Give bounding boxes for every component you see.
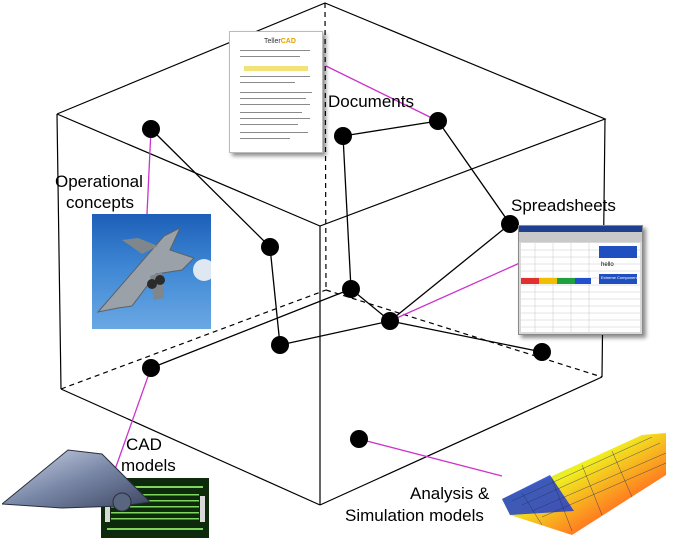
document-highlight-bar [244, 66, 308, 71]
link [342, 135, 352, 290]
label-models: models [121, 456, 176, 475]
document-line [240, 76, 310, 77]
label-documents: Documents [328, 92, 414, 111]
document-line [240, 56, 300, 57]
cube-hidden-right-edge [325, 289, 603, 378]
spreadsheet-banner-text: Extreme Components [601, 275, 640, 280]
cube-left-edge [56, 113, 62, 390]
node [142, 359, 160, 377]
document-logo: TellerCAD [264, 38, 296, 45]
node [429, 112, 447, 130]
document-line [240, 138, 290, 139]
connector-documents [325, 65, 439, 122]
node [271, 336, 289, 354]
airfoil-cad-image [2, 446, 152, 512]
label-concepts: concepts [66, 193, 135, 212]
document-line [240, 124, 298, 125]
label-simulation-models: Simulation models [345, 506, 484, 525]
document-thumbnail: TellerCAD [229, 31, 323, 153]
spreadsheet-thumbnail: hello Extreme Components [518, 225, 643, 335]
cube-hidden-left-edge [60, 289, 327, 390]
spreadsheet-cell-text: hello [601, 262, 614, 268]
label-cad: CAD [126, 435, 162, 454]
document-line [240, 104, 310, 105]
link [389, 320, 543, 353]
node [334, 127, 352, 145]
link [437, 120, 511, 225]
cube-bottom-left-edge [60, 388, 321, 506]
connector-operational [146, 128, 152, 215]
label-analysis: Analysis & [410, 484, 490, 503]
connector-simulation [358, 438, 503, 477]
cube-hidden-vertical-edge [324, 2, 327, 291]
link [269, 246, 281, 346]
document-line [240, 112, 302, 113]
node [501, 215, 519, 233]
node [261, 238, 279, 256]
document-line [240, 92, 312, 93]
link [150, 288, 352, 369]
link [150, 128, 271, 248]
label-spreadsheets: Spreadsheets [511, 196, 616, 215]
link [279, 320, 391, 346]
document-line [240, 50, 310, 51]
connector-cad [111, 367, 152, 479]
simulation-mesh-image [502, 431, 668, 539]
cube-top-face-edge [56, 2, 607, 227]
document-line [240, 98, 306, 99]
label-operational: Operational [55, 172, 143, 191]
node [381, 312, 399, 330]
link [389, 223, 511, 322]
cube-bottom-right-edge [319, 376, 603, 506]
link [342, 120, 439, 137]
node [142, 120, 160, 138]
node [533, 343, 551, 361]
document-line [240, 118, 310, 119]
document-line [240, 132, 308, 133]
document-line [240, 82, 295, 83]
node [342, 280, 360, 298]
fighter-jet-image [92, 214, 211, 329]
connector-spreadsheets [389, 261, 523, 322]
node [350, 430, 368, 448]
